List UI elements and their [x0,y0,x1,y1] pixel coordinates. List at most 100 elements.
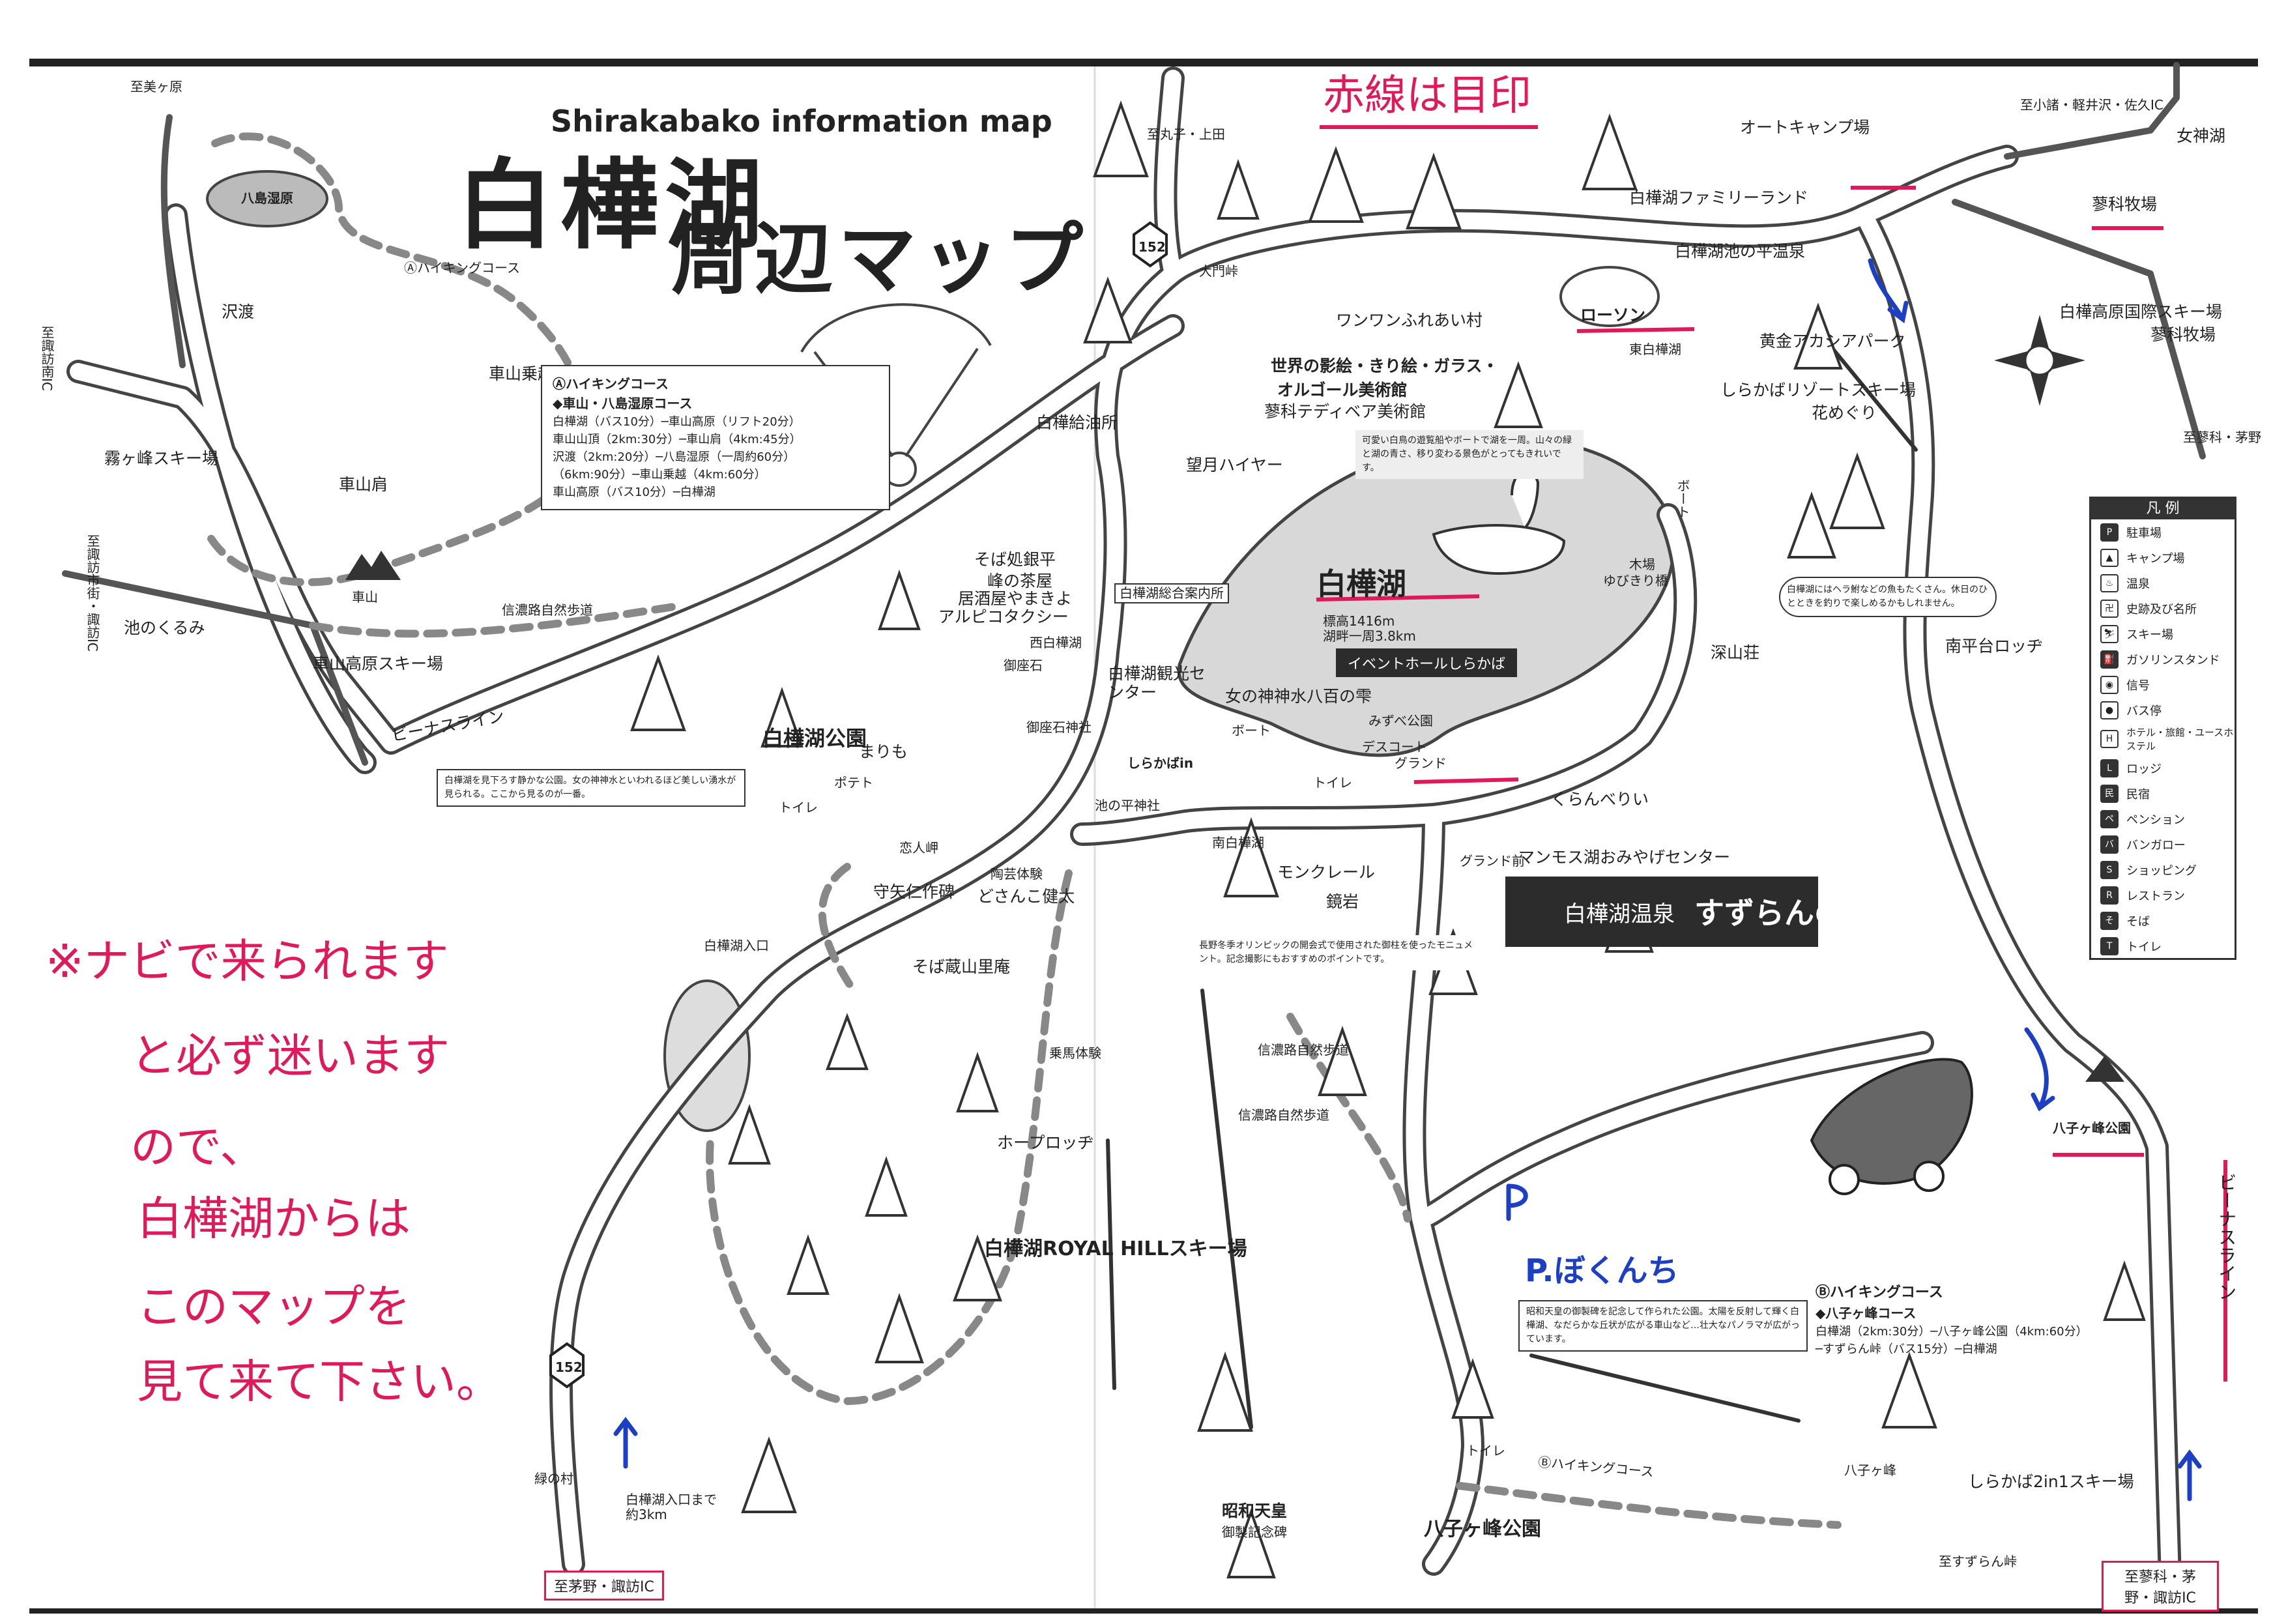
tree-icon [760,686,803,747]
compass-e: E [2051,333,2062,349]
note-parking-bokunchi: P.ぼくんち [1525,1253,1679,1289]
tree-icon [1226,1507,1276,1578]
legend-label: 民宿 [2126,787,2150,802]
tree-cluster [630,100,2146,1578]
note-line-4: 白樺湖からは [137,1192,411,1245]
legend-label: レストラン [2126,889,2185,903]
legend-title: 凡 例 [2091,499,2235,519]
place-ike-shrine: 池の平神社 [1095,798,1160,813]
place-suzuran-label: 白樺湖温泉 [1564,901,1675,927]
place-suzuran-onsen-box: 白樺湖温泉 すずらんの湯 [1505,877,1874,947]
dir-suzuran: 至すずらん峠 [1939,1554,2017,1569]
place-tateshina-bokujo: 蓼科牧場 [2092,195,2158,214]
legend-row: ババンガロー [2091,832,2235,857]
place-event-hall: イベントホールしらかば [1336,648,1518,677]
place-toilet-3: トイレ [1466,1443,1505,1458]
tree-icon [826,1013,869,1070]
hiking-path-west2 [818,863,858,994]
tree-icon [875,1292,924,1363]
tree-icon [1318,1025,1367,1096]
ski-lift-3 [1529,1354,1801,1423]
place-kurumayama-kata: 車山肩 [339,475,388,494]
note-fishing: 白樺湖にはヘラ鮒などの魚もたくさん。休日のひとときを釣りで楽しめるかもしれません… [1779,577,1997,617]
compass-rose: N S E W [1994,315,2085,406]
ski-lift-2 [1106,1138,1116,1390]
note-line-5: このマップを [137,1280,411,1333]
place-showa-memorial: 昭和天皇 [1222,1501,1288,1520]
route-shield-south [549,1342,585,1389]
legend-label: ペンション [2126,813,2185,827]
note-lake-boat: 可愛い白鳥の遊覧船やボートで湖を一周。山々の緑と湖の青さ、移り変わる景色がとって… [1355,430,1584,479]
traffic-light-icon: ◉ [2100,675,2119,694]
place-shirakaba-resort: しらかばリゾートスキー場 [1720,381,1917,399]
legend-row: 卍史跡及び名所 [2091,596,2235,621]
tree-icon [1787,491,1836,558]
red-underline-lake [1316,594,1480,602]
place-fukashiyama-so: 深山荘 [1711,643,1760,662]
place-museum-2: オルゴール美術館 [1277,381,1408,399]
place-touki: 陶芸体験 [991,866,1043,882]
tree-icon [1829,452,1885,529]
place-potet: ポテト [834,775,873,790]
compass-w: W [2015,370,2031,386]
top-border [29,59,2258,66]
tree-icon [1093,100,1149,177]
note-line-3: ので、 [130,1120,266,1174]
red-underline-hikingB [1413,777,1519,784]
legend-label: ロッジ [2126,762,2162,776]
place-shirakaba-park: 白樺湖公園 [762,726,867,751]
place-tourist-center: 白樺湖観光センター [1108,664,1206,702]
place-shuya-ninsen: 守矢仁作碑 [873,882,955,901]
hotel-icon: H [2100,730,2119,748]
place-kuramberi: くらんべりい [1551,790,1649,809]
place-yatsugamine-park: 八子ヶ峰公園 [1424,1518,1541,1541]
blue-arrow-bottom-right [2177,1449,2202,1501]
place-suzuran-onsen: すずらんの湯 [1694,895,1874,931]
gas-station-icon: ⛽ [2100,650,2119,669]
parking-icon: P [2100,523,2119,542]
place-wanwan: ワンワンふれあい村 [1336,311,1483,330]
place-hanameguri: 花めぐり [1812,403,1877,422]
hiking-a-path-label: Ⓐハイキングコース [404,260,520,276]
place-shinano-path-2: 信濃路自然歩道 [1258,1042,1349,1058]
place-mamorimo: まりも [859,742,908,761]
blue-arrow-bottom-left [613,1417,638,1469]
hiking-a-line-5: 車山高原（バス10分）─白樺湖 [553,486,716,499]
place-mizobe: みずべ公園 [1368,713,1433,729]
legend-label: ホテル・旅館・ユースホステル [2126,727,2234,752]
tree-icon [1494,361,1543,428]
place-bus-entrance: 白樺湖入口 [704,938,769,953]
place-arupiko: アルピコタクシー [938,607,1069,626]
soba-icon: そ [2100,911,2119,930]
legend-label: ガソリンスタンド [2126,653,2220,667]
legend-row: ◉信号 [2091,672,2235,697]
pension-icon: ペ [2100,809,2119,828]
historic-site-icon: 卍 [2100,599,2119,618]
legend-label: スキー場 [2126,628,2173,642]
hiking-b-course: ◆八子ヶ峰コース [1816,1305,1917,1321]
place-shirakaba-kyuyu: 白樺給油所 [1036,413,1118,432]
place-gozaishi: 御座石 [1004,658,1043,673]
car-illustration [1810,1058,1973,1195]
place-kigan: 鏡岩 [1326,892,1359,911]
legend-label: ショッピング [2126,863,2197,878]
place-showa-memorial-2: 御製記念碑 [1222,1524,1287,1540]
note-line-1: ※ナビで来られます [46,935,449,988]
dir-mihara: 至美ヶ原 [130,79,182,94]
dir-maruko-ueda: 至丸子・上田 [1147,126,1225,142]
place-minami-shirakaba: 南白樺湖 [1212,835,1264,850]
place-deskos: デスコート [1362,739,1427,755]
tree-icon [741,1436,797,1513]
legend-row: ▲キャンプ場 [2091,545,2235,570]
place-shirakaba-2in1: しらかば2in1スキー場 [1968,1472,2134,1491]
tree-icon [1223,817,1279,897]
legend-label: 駐車場 [2126,526,2162,540]
title-english: Shirakabako information map [551,104,1052,139]
route-shield-north [1133,221,1168,268]
legend-row: 民民宿 [2091,781,2235,806]
pond-hachijima [206,170,328,227]
place-toilet-1: トイレ [779,800,818,815]
